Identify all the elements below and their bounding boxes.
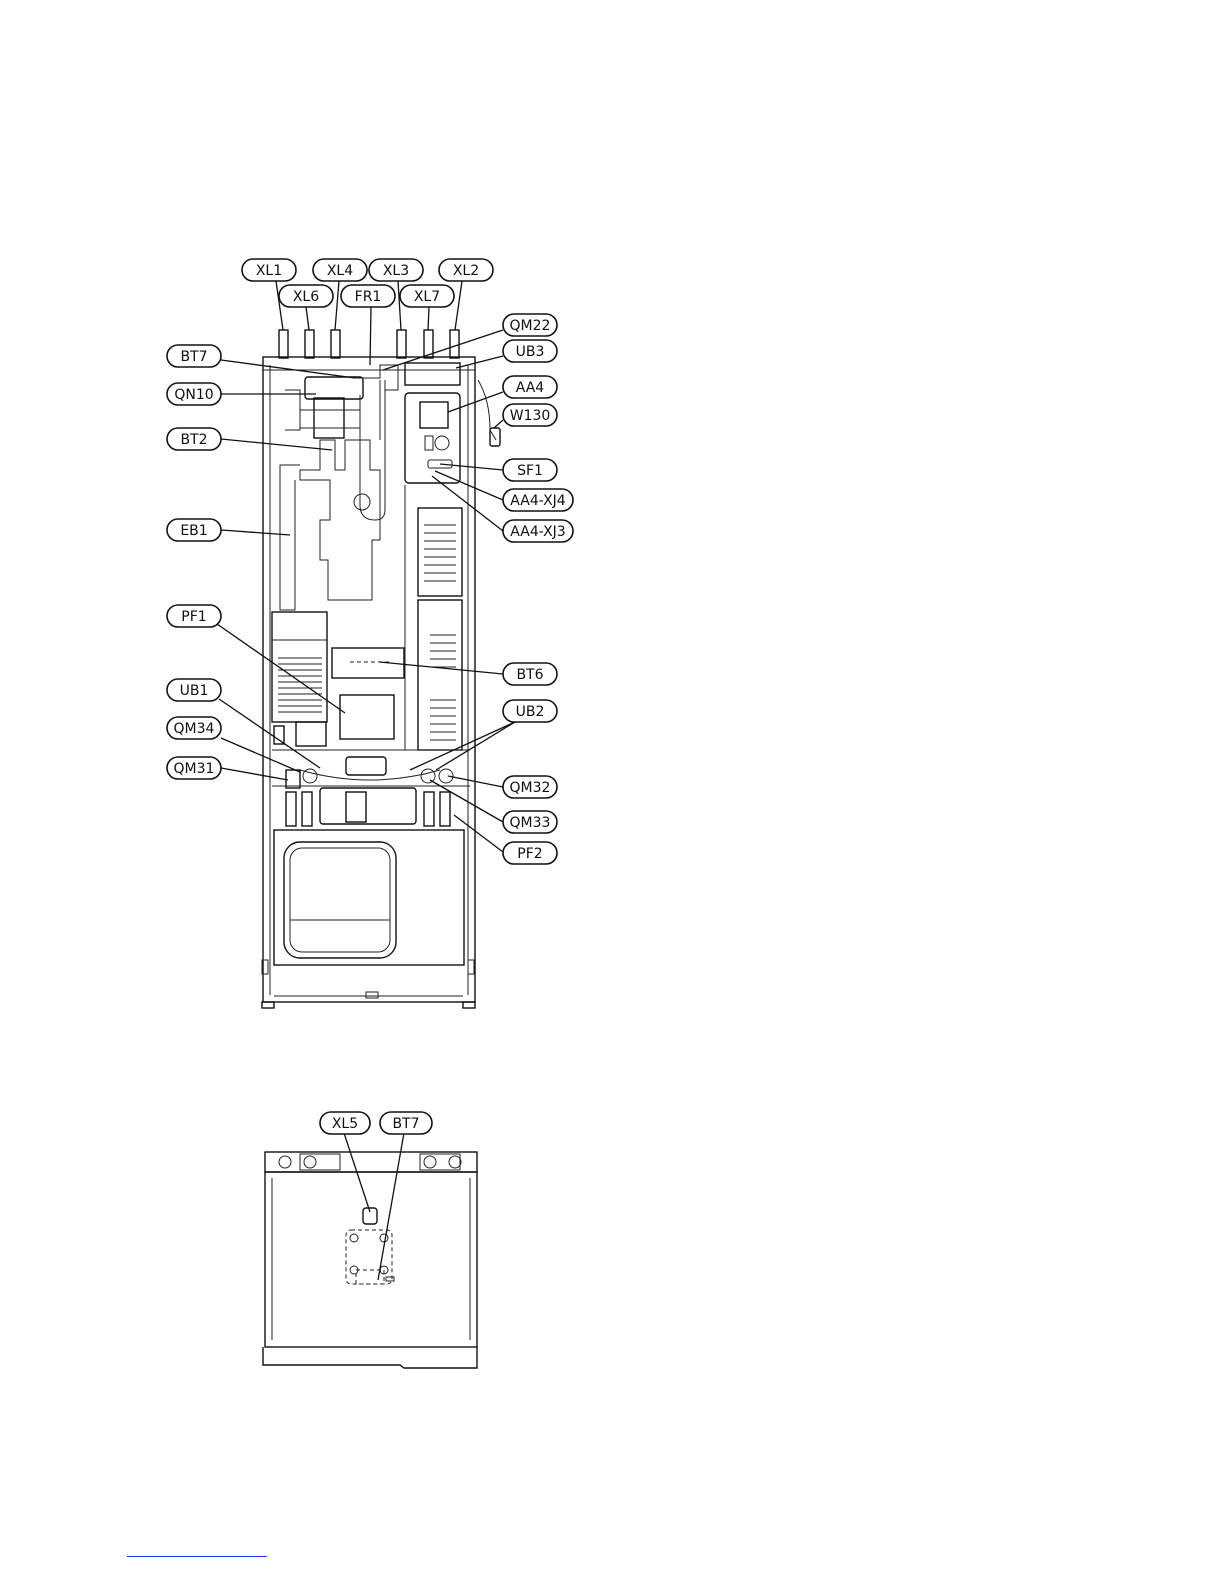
label-qn10: QN10 xyxy=(167,383,221,405)
label-qm32: QM32 xyxy=(503,776,557,798)
footnote-rule xyxy=(127,1556,267,1557)
svg-text:XL6: XL6 xyxy=(293,289,319,305)
label-aa4: AA4 xyxy=(503,376,557,398)
label-bt7: BT7 xyxy=(167,345,221,367)
svg-text:FR1: FR1 xyxy=(355,289,382,305)
label-ub3: UB3 xyxy=(503,340,557,362)
control-panel xyxy=(405,380,500,483)
label-sf1: SF1 xyxy=(503,459,557,481)
svg-text:BT6: BT6 xyxy=(516,667,543,683)
label-bt7-top: BT7 xyxy=(380,1112,432,1134)
svg-text:QM22: QM22 xyxy=(510,318,551,334)
label-fr1: FR1 xyxy=(341,285,395,307)
label-qm22: QM22 xyxy=(503,314,557,336)
label-xl2: XL2 xyxy=(439,259,493,281)
label-ub2: UB2 xyxy=(503,700,557,722)
label-qm31: QM31 xyxy=(167,757,221,779)
right-panels xyxy=(405,485,462,750)
svg-text:XL4: XL4 xyxy=(327,263,353,279)
svg-text:SF1: SF1 xyxy=(517,463,543,479)
label-xl3: XL3 xyxy=(369,259,423,281)
svg-text:QM33: QM33 xyxy=(510,815,551,831)
svg-text:PF2: PF2 xyxy=(517,846,542,862)
label-pf2: PF2 xyxy=(503,842,557,864)
svg-text:UB2: UB2 xyxy=(516,704,545,720)
label-bt6: BT6 xyxy=(503,663,557,685)
svg-text:AA4-XJ4: AA4-XJ4 xyxy=(510,493,566,509)
label-xl5: XL5 xyxy=(320,1112,370,1134)
label-w130: W130 xyxy=(503,404,557,426)
lower-valves xyxy=(272,750,470,826)
label-xl6: XL6 xyxy=(279,285,333,307)
cable-grommet xyxy=(405,363,460,385)
svg-text:XL5: XL5 xyxy=(332,1116,358,1132)
tank-coil xyxy=(280,380,385,610)
svg-text:W130: W130 xyxy=(510,408,551,424)
svg-text:UB1: UB1 xyxy=(180,683,209,699)
label-qm33: QM33 xyxy=(503,811,557,833)
label-ub1: UB1 xyxy=(167,679,221,701)
top-view-unit xyxy=(263,1152,477,1368)
label-bt2: BT2 xyxy=(167,428,221,450)
svg-text:XL7: XL7 xyxy=(414,289,440,305)
leader-lines-top xyxy=(344,1133,404,1280)
svg-text:PF1: PF1 xyxy=(181,609,206,625)
label-xl1: XL1 xyxy=(242,259,296,281)
pump-box xyxy=(340,695,394,739)
leader-lines-front xyxy=(217,281,515,852)
svg-text:UB3: UB3 xyxy=(516,344,545,360)
cabinet-outline xyxy=(263,357,475,1002)
label-qm34: QM34 xyxy=(167,717,221,739)
label-pf1: PF1 xyxy=(167,605,221,627)
svg-text:BT7: BT7 xyxy=(392,1116,419,1132)
front-view-unit xyxy=(262,330,500,1008)
svg-text:XL3: XL3 xyxy=(383,263,409,279)
compressor-door xyxy=(262,830,474,974)
label-aa4-xj3: AA4-XJ3 xyxy=(503,520,573,542)
label-xl4: XL4 xyxy=(313,259,367,281)
svg-text:QM31: QM31 xyxy=(174,761,215,777)
svg-text:BT7: BT7 xyxy=(180,349,207,365)
label-xl7: XL7 xyxy=(400,285,454,307)
electric-heater xyxy=(272,612,327,746)
svg-text:QM32: QM32 xyxy=(510,780,551,796)
svg-text:XL1: XL1 xyxy=(256,263,282,279)
svg-text:QM34: QM34 xyxy=(174,721,215,737)
svg-text:BT2: BT2 xyxy=(180,432,207,448)
label-aa4-xj4: AA4-XJ4 xyxy=(503,489,573,511)
svg-text:XL2: XL2 xyxy=(453,263,479,279)
svg-text:AA4-XJ3: AA4-XJ3 xyxy=(510,524,565,540)
svg-text:QN10: QN10 xyxy=(174,387,213,403)
label-eb1: EB1 xyxy=(167,519,221,541)
svg-text:EB1: EB1 xyxy=(180,523,207,539)
svg-text:AA4: AA4 xyxy=(516,380,545,396)
